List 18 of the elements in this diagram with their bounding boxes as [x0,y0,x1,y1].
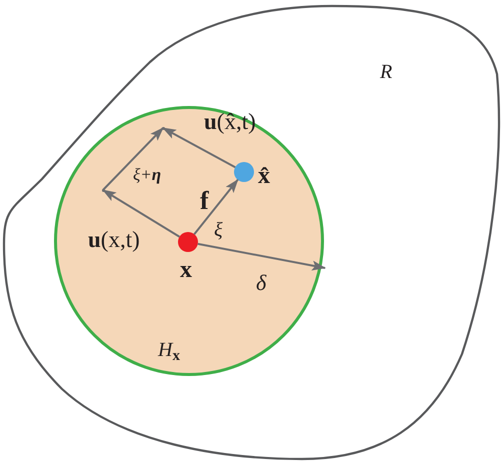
arrow [102,189,180,238]
arrow [198,242,326,270]
material-point [178,232,198,252]
arrow [102,127,164,191]
region-label: H$_{x}$ [158,340,180,364]
edge-label: u(x̂,t) [204,110,256,133]
arrow [193,179,239,235]
point-label: x̂ [258,164,270,188]
region-label: R [380,62,392,82]
point-label: x [180,258,192,282]
vertex-point [102,188,104,192]
edge-label: u(x,t) [88,228,140,251]
material-point [234,162,254,182]
vector-label: f [200,188,209,214]
edge-label: ξ+η [133,166,162,183]
edge-label: δ [256,272,266,294]
edge-label: ξ [214,220,223,240]
arrow [162,127,236,168]
